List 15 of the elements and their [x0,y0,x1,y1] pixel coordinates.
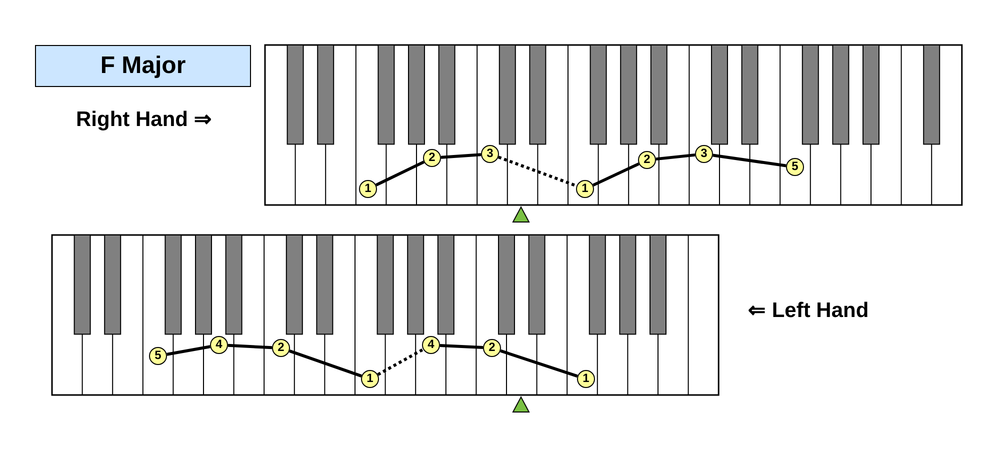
finger-path-line [656,153,696,161]
finger-path-line [375,160,425,186]
finger-path-line [440,344,484,350]
title-box: F Major [35,45,251,87]
hand-label: Right Hand ⇒ [76,107,212,132]
finger-path-line [228,344,272,350]
finger-path-line [498,156,578,188]
hand-label: ⇐ Left Hand [748,298,869,323]
finger-path-line [500,349,578,378]
finger-path-line [440,153,482,159]
finger-path-line [289,350,362,378]
finger-path-line [377,348,424,376]
finger-path-line [592,162,640,187]
finger-path-line [166,345,210,356]
finger-path-line [712,154,786,168]
